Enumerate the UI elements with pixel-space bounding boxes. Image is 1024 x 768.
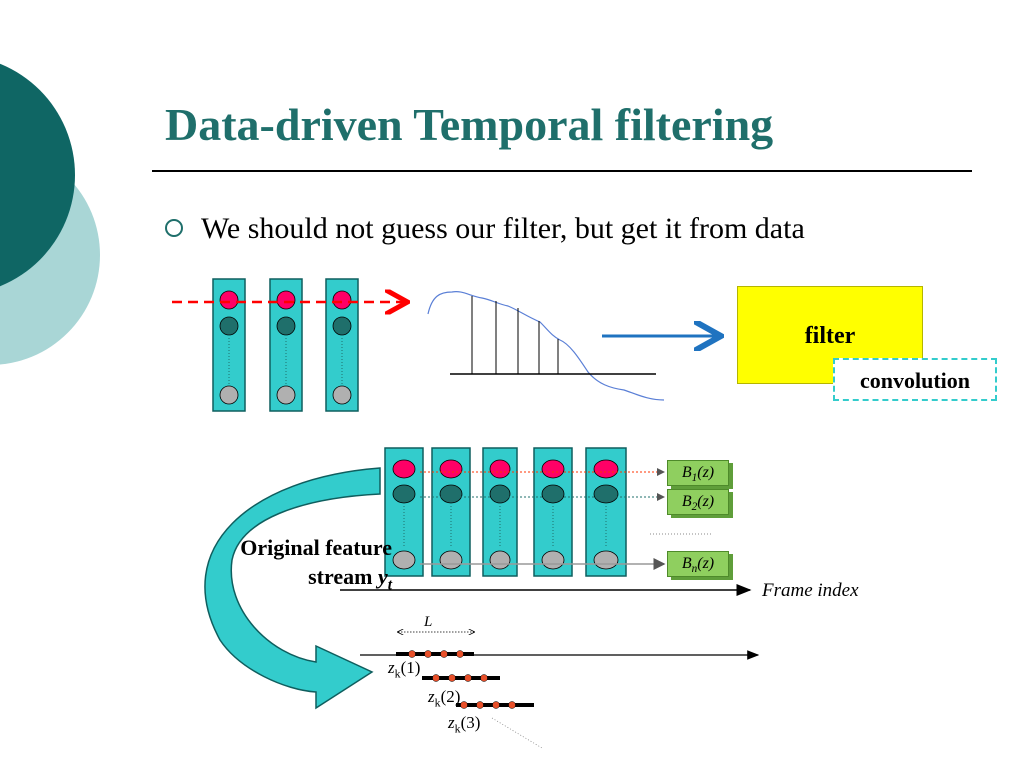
frame-index-label: Frame index	[762, 580, 859, 601]
segment-ellipsis	[491, 717, 543, 749]
feature-column	[212, 278, 246, 412]
convolution-label: convolution	[859, 368, 971, 393]
bullet-text: We should not guess our filter, but get …	[201, 212, 805, 245]
signal-curve	[427, 291, 665, 401]
feature-column	[482, 447, 518, 577]
feature-column	[325, 278, 359, 412]
feature-column	[269, 278, 303, 412]
mid-feature-columns	[384, 447, 627, 577]
filter-bank-bn: Bn(z)	[667, 551, 729, 577]
feature-column	[384, 447, 424, 577]
segment-length-label: L	[424, 614, 433, 630]
feature-stream-label-line1: Original feature	[240, 535, 392, 560]
filter-label: filter	[804, 323, 856, 349]
curved-arrow	[204, 467, 381, 710]
segment-label-3: zk(3)	[448, 713, 481, 736]
feature-column	[585, 447, 627, 577]
title-divider	[152, 170, 972, 172]
feature-column	[431, 447, 471, 577]
top-feature-columns	[212, 278, 359, 412]
filter-bank-b2: B2(z)	[667, 489, 729, 515]
decor-circle-dark	[0, 63, 75, 287]
slide-title: Data-driven Temporal filtering	[165, 99, 774, 150]
segment-2	[422, 674, 500, 682]
feature-stream-label-line2: stream yt	[308, 564, 392, 594]
bullet-item: We should not guess our filter, but get …	[165, 212, 805, 246]
segment-1	[396, 650, 474, 658]
hollow-circle-bullet-icon	[165, 219, 183, 238]
filter-bank-b1: B1(z)	[667, 460, 729, 486]
segment-3	[456, 701, 534, 709]
segment-label-1: zk(1)	[388, 658, 421, 681]
convolution-box	[833, 358, 997, 401]
feature-stream-label: Original feature stream yt	[212, 533, 392, 599]
feature-column	[533, 447, 573, 577]
segment-label-2: zk(2)	[428, 687, 461, 710]
